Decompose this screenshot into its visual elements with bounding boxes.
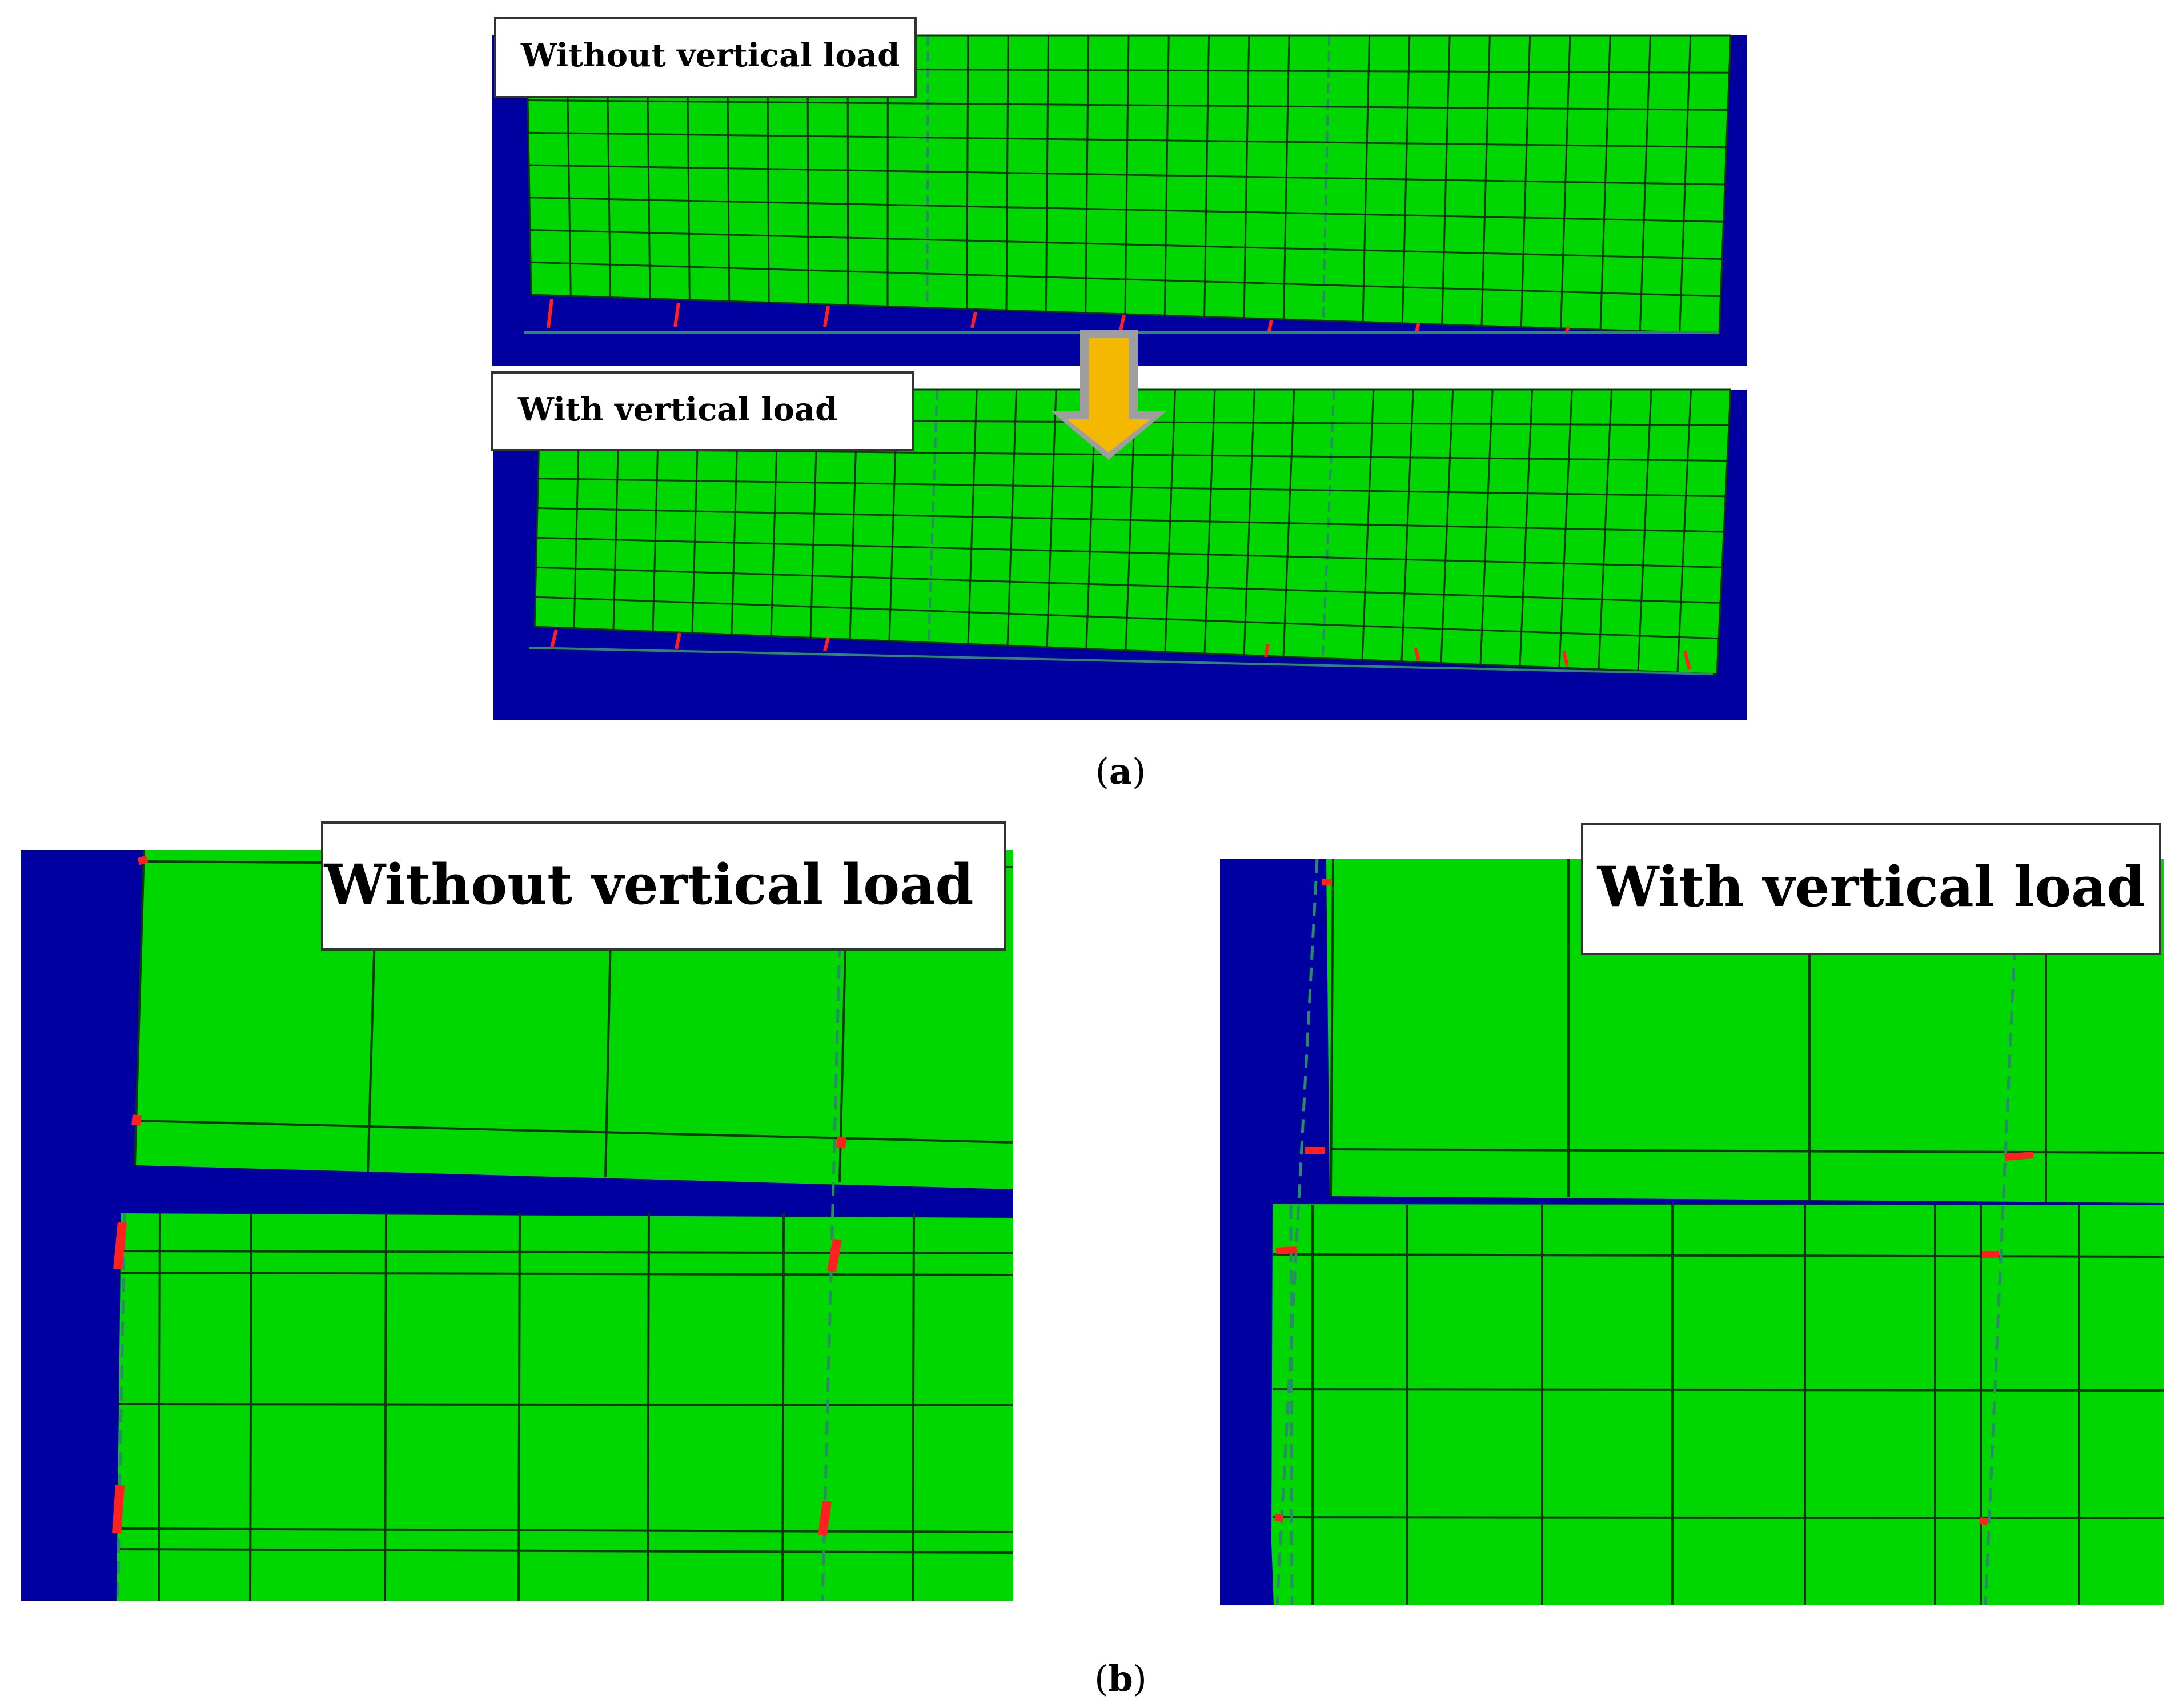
label-text: Without vertical load <box>324 852 974 917</box>
crack-mark <box>1267 319 1273 332</box>
down-arrow-icon <box>1051 330 1166 460</box>
joint-line <box>928 389 938 643</box>
caption-b: (b) <box>1094 1658 1147 1699</box>
mesh-line-vertical <box>384 1213 387 1601</box>
masonry-wall <box>535 390 1731 674</box>
label-with-load: With vertical load <box>491 371 914 451</box>
crack-mark <box>112 1485 125 1534</box>
mesh-line-horizontal <box>535 596 1719 640</box>
joint-line <box>1984 859 2020 1606</box>
crack-marks <box>550 629 1691 670</box>
base-line <box>528 647 1714 675</box>
joint-line <box>821 856 844 1601</box>
crack-mark <box>1683 651 1691 670</box>
crack-mark <box>1274 1514 1283 1522</box>
crack-mark <box>818 1500 832 1537</box>
crack-mark <box>113 1222 127 1270</box>
crack-mark <box>1414 647 1420 661</box>
mesh-line-horizontal <box>528 131 1727 149</box>
lower-course <box>1271 1204 2164 1605</box>
mesh-line-horizontal <box>536 536 1723 568</box>
crack-marks <box>112 855 846 1537</box>
mesh-line-horizontal <box>534 626 1717 675</box>
masonry-wall <box>527 35 1731 334</box>
mesh-line-horizontal <box>530 261 1721 298</box>
mesh-line-vertical <box>134 849 145 1166</box>
crack-mark <box>1119 315 1126 331</box>
crack-mark <box>836 1136 846 1149</box>
mesh-line-vertical <box>1330 859 1334 1197</box>
crack-mark <box>823 637 830 652</box>
crack-mark <box>1564 326 1570 334</box>
lower-course <box>117 1213 1013 1601</box>
mesh-line-horizontal <box>537 507 1724 533</box>
crack-mark <box>131 1114 142 1126</box>
mesh-line-horizontal <box>1272 1388 2164 1392</box>
panel-a: Without vertical load With vertical load… <box>491 17 1747 792</box>
crack-mark <box>2004 1152 2034 1161</box>
model-without-load <box>492 34 1747 366</box>
crack-mark <box>675 632 681 649</box>
caption-a: (a) <box>1095 751 1146 792</box>
mesh-line-horizontal <box>137 1120 1014 1144</box>
panel-b-left-zoom: Without vertical load <box>21 821 1014 1601</box>
crack-mark <box>1415 323 1420 332</box>
mesh-line-vertical <box>912 1213 915 1601</box>
label-with-load: With vertical load <box>1581 823 2161 955</box>
crack-mark <box>673 302 680 327</box>
mesh-line-horizontal <box>1330 1148 2164 1154</box>
label-text: Without vertical load <box>520 37 900 74</box>
mesh-line-vertical <box>781 1213 785 1601</box>
mesh-line-horizontal <box>118 1403 1014 1406</box>
crack-mark <box>550 629 558 648</box>
label-without-load: Without vertical load <box>321 821 1006 951</box>
mesh-line-vertical <box>249 1213 252 1601</box>
mesh-line-horizontal <box>1272 1516 2164 1519</box>
mesh-line-vertical <box>517 1213 521 1601</box>
mesh-line-horizontal <box>529 229 1723 260</box>
mesh-line-vertical <box>647 1213 650 1601</box>
crack-mark <box>1979 1517 1988 1525</box>
label-without-load: Without vertical load <box>494 17 917 98</box>
joint-line <box>1275 859 1319 1606</box>
mesh-line-horizontal <box>529 197 1724 223</box>
crack-mark <box>137 855 149 865</box>
joint-line <box>1289 1205 1294 1606</box>
mesh-grid <box>1272 859 2164 1606</box>
crack-mark <box>827 1238 842 1273</box>
mesh-line-horizontal <box>538 478 1726 498</box>
panel-b-right-zoom: With vertical load <box>1220 823 2164 1606</box>
label-text: With vertical load <box>1597 855 2145 919</box>
mesh-line-horizontal <box>117 1527 1014 1533</box>
mesh-line-horizontal <box>528 164 1725 186</box>
crack-marks <box>1274 879 2034 1525</box>
label-text: With vertical load <box>517 391 837 428</box>
crack-mark <box>1264 644 1270 657</box>
crack-mark <box>823 306 830 327</box>
mesh-line-horizontal <box>536 566 1721 604</box>
mesh-line-vertical <box>158 1213 161 1601</box>
mesh-line-horizontal <box>121 1250 1014 1254</box>
crack-mark <box>970 311 977 328</box>
mesh-line-horizontal <box>531 294 1720 335</box>
mesh-line-horizontal <box>117 1548 1014 1554</box>
mesh-line-horizontal <box>121 1272 1014 1276</box>
mesh-line-horizontal <box>1272 1253 2164 1258</box>
crack-mark <box>1275 1246 1297 1254</box>
crack-marks <box>547 299 1570 334</box>
crack-mark <box>547 299 553 328</box>
crack-mark <box>1562 651 1569 667</box>
mesh-line-horizontal <box>527 99 1728 111</box>
